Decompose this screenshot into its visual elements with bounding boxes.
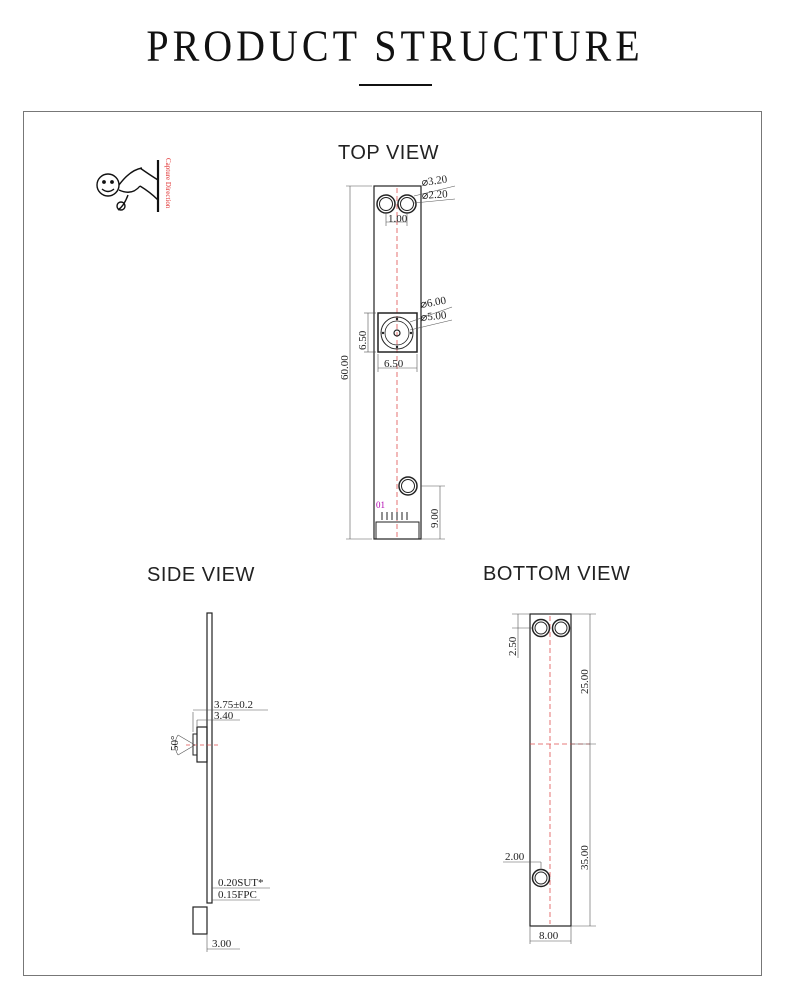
side-view-label: SIDE VIEW (147, 564, 255, 586)
page-title: PRODUCT STRUCTURE (146, 20, 644, 71)
dim-lens-body: 3.40 (214, 710, 234, 722)
logo-text: Capture Direction (164, 158, 172, 209)
dim-lens-height: 6.50 (357, 330, 369, 350)
top-view-drawing: 1.00 ⌀3.20 ⌀2.20 ⌀6.00 ⌀5.00 6.50 6.50 (339, 173, 456, 540)
side-lens-front (192, 733, 198, 756)
dim-connector-length: 9.00 (429, 508, 441, 528)
dim-hole-inner: ⌀2.20 (421, 188, 448, 202)
side-board (206, 612, 213, 904)
drawing-frame (23, 111, 762, 976)
dim-lens-width: 6.50 (384, 358, 404, 370)
side-lens-body (196, 726, 208, 763)
dim-lower-length: 35.00 (579, 845, 591, 870)
top-lens (377, 312, 418, 353)
dim-view-angle: 50° (169, 736, 181, 751)
title-underline (359, 84, 432, 86)
capture-direction-logo-icon (96, 160, 160, 212)
dim-side-connector: 3.00 (212, 938, 232, 950)
top-connector (375, 521, 420, 540)
top-lower-hole (398, 476, 418, 496)
side-connector (192, 906, 208, 935)
top-mounting-holes (376, 194, 417, 214)
bottom-view-drawing: 2.50 25.00 35.00 2.00 8.00 (503, 613, 596, 944)
dim-bottom-width: 8.00 (539, 930, 559, 942)
dim-lens-inner: ⌀5.00 (420, 309, 447, 324)
bottom-board (529, 613, 572, 927)
side-view-drawing: 50° 3.75±0.2 3.40 0.20SUT* 0.15FPC 3.00 (169, 612, 270, 952)
dim-upper-length: 25.00 (579, 669, 591, 694)
dim-hole-outer: ⌀3.20 (421, 173, 449, 189)
dim-hole-offset: 2.00 (505, 851, 525, 863)
dim-top-offset: 2.50 (507, 636, 519, 656)
dim-lens-outer: ⌀6.00 (419, 295, 447, 311)
dim-fpc: 0.15FPC (218, 889, 257, 901)
dim-hole-pitch: 1.00 (388, 213, 408, 225)
bottom-mounting-holes (531, 618, 571, 888)
pin-label: 01 (376, 500, 385, 510)
dim-sut: 0.20SUT* (218, 877, 264, 889)
top-view-label: TOP VIEW (338, 142, 440, 164)
dim-total-length: 60.00 (339, 355, 351, 380)
dim-lens-total: 3.75±0.2 (214, 699, 253, 711)
bottom-view-label: BOTTOM VIEW (483, 563, 631, 585)
